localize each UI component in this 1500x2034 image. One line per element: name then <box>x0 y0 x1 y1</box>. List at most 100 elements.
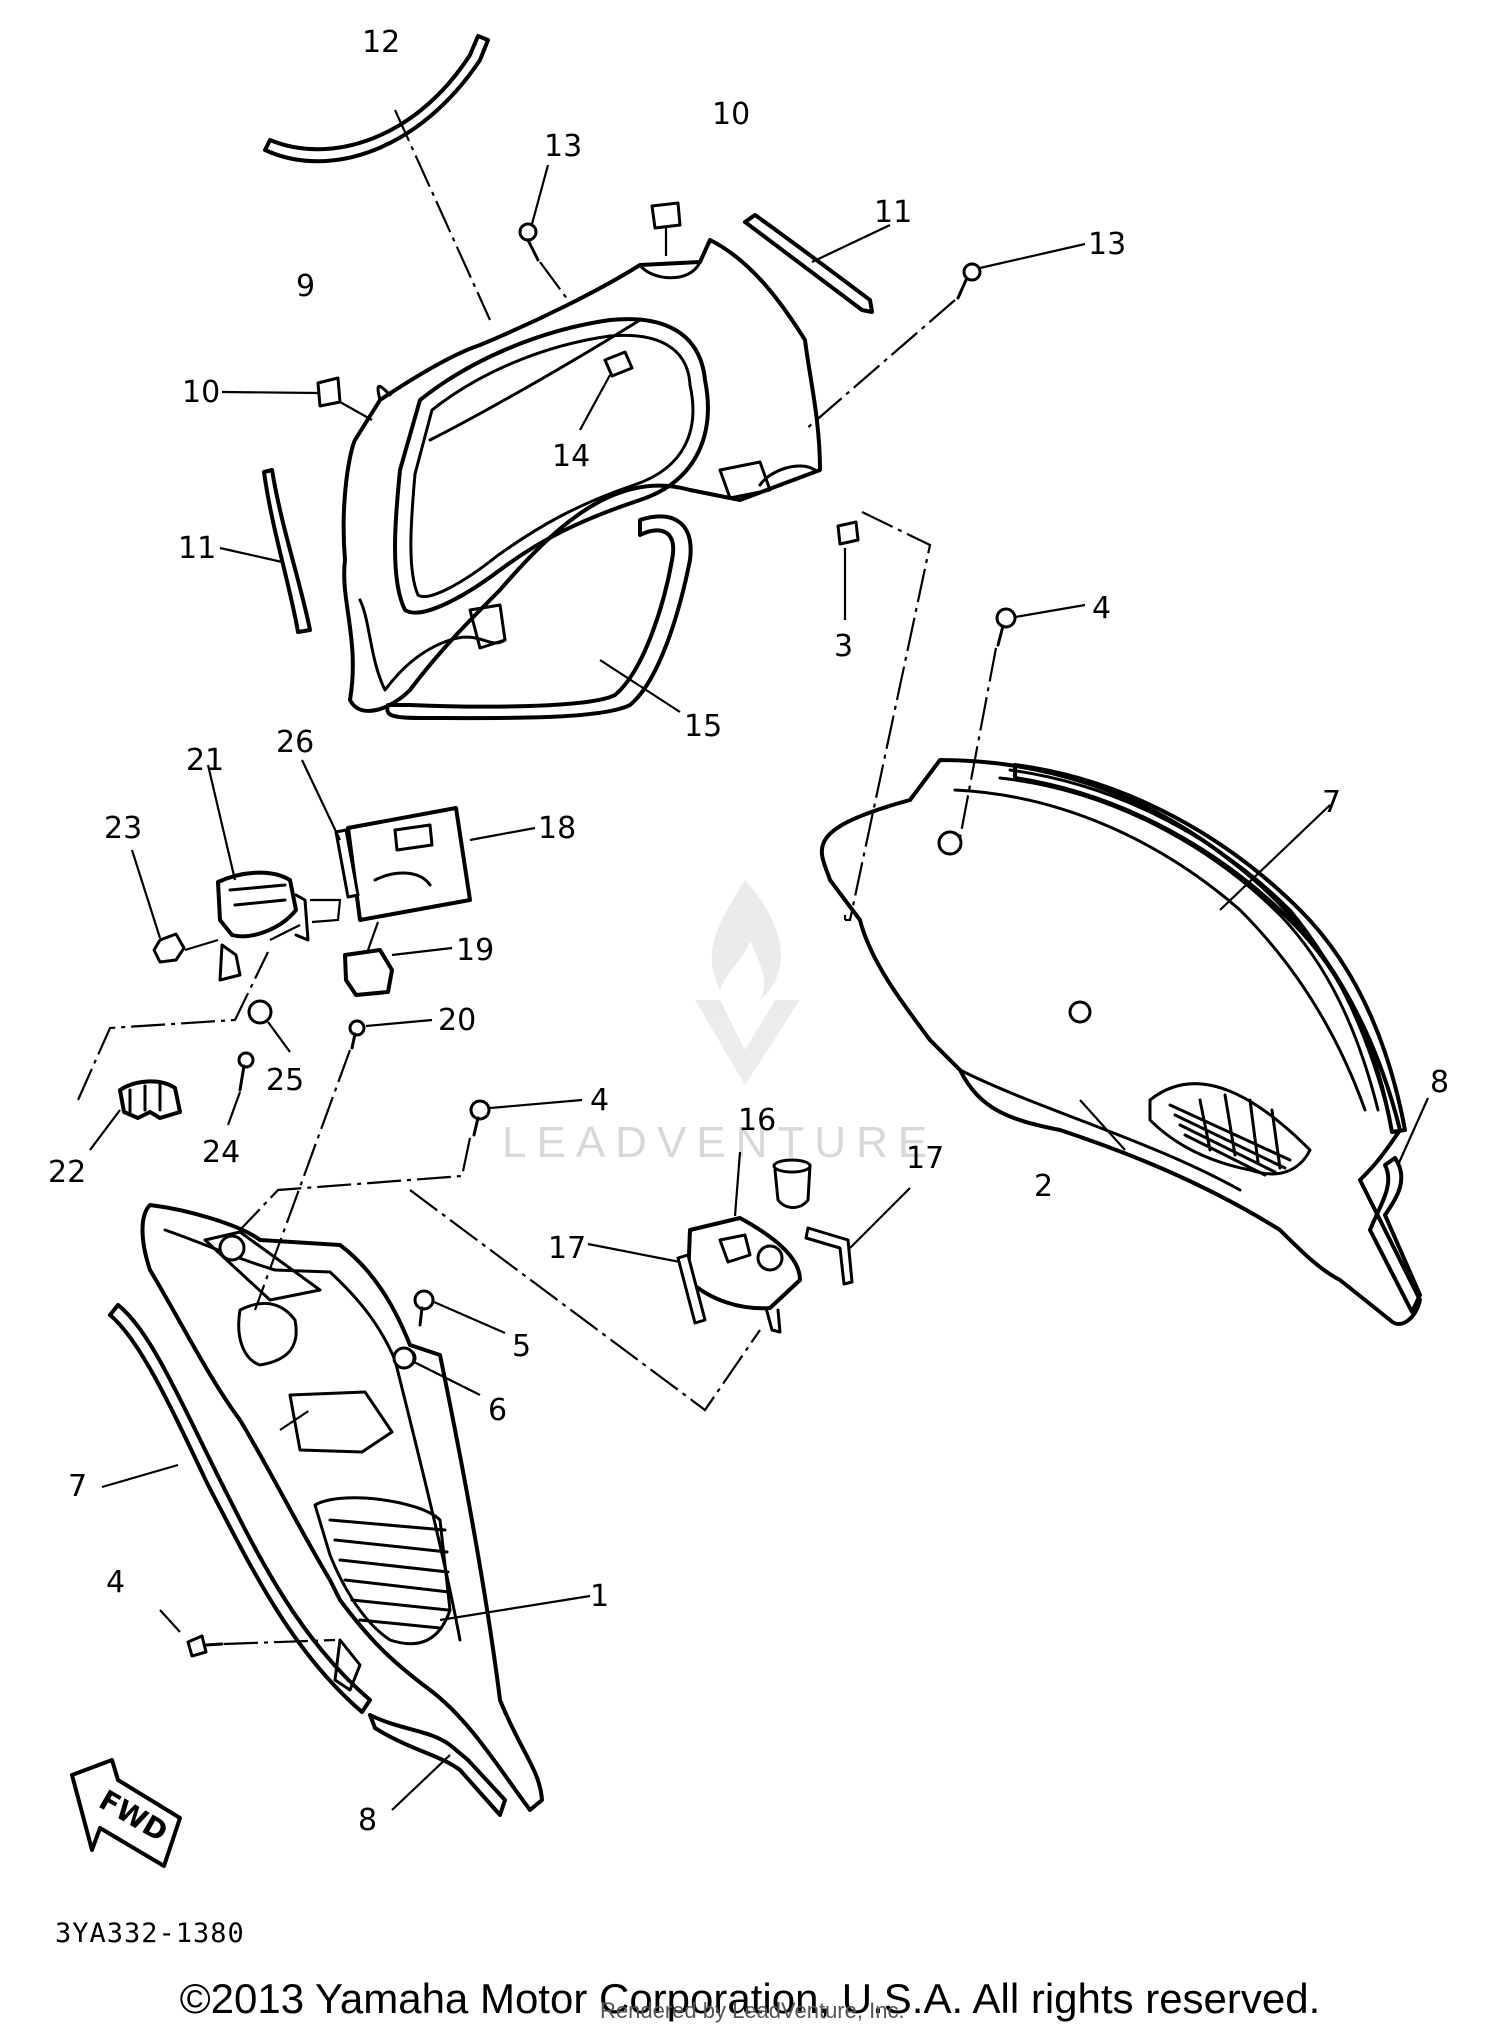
part-18-lid <box>346 806 472 922</box>
callout-12: 12 <box>362 25 400 60</box>
leader-19 <box>391 946 453 957</box>
part-8-strip-right <box>1368 1156 1422 1314</box>
callout-17: 17 <box>906 1141 944 1176</box>
part-17-pin-right <box>804 1226 854 1286</box>
leader-11-right <box>811 224 891 263</box>
leader-11-left <box>219 546 283 564</box>
callout-24: 24 <box>202 1135 240 1170</box>
phantom-22-21 <box>76 951 269 1101</box>
leader-23 <box>130 849 162 939</box>
callout-9: 9 <box>296 269 315 304</box>
part-15-seal <box>385 514 693 721</box>
part-4-screw-middle <box>469 1099 491 1137</box>
part-14-grommet <box>603 350 634 378</box>
leader-10-left-b <box>339 401 373 421</box>
callouts: 12 10 13 11 13 9 10 14 11 3 4 15 26 21 1… <box>48 25 1449 1838</box>
callout-11: 11 <box>178 531 216 566</box>
leader-18 <box>469 826 536 842</box>
leader-4-bottom <box>159 1609 181 1633</box>
part-16-knob <box>772 1158 812 1209</box>
part-10-clip-top <box>650 201 682 230</box>
phantom-16-1-b <box>279 1409 311 1431</box>
leader-5 <box>433 1300 506 1335</box>
part-13-screw-top <box>518 222 540 262</box>
part-5-bolt <box>413 1289 435 1327</box>
phantom-4-middle <box>239 1137 472 1231</box>
phantom-20 <box>253 1049 352 1311</box>
phantom-13-right <box>804 299 956 431</box>
copyright-text: ©2013 Yamaha Motor Corporation, U.S.A. A… <box>179 1975 1321 2022</box>
callout-4: 4 <box>590 1083 609 1118</box>
callout-18: 18 <box>538 811 576 846</box>
leader-7-left <box>101 1463 179 1489</box>
part-2-side-panel-right <box>819 758 1422 1326</box>
part-7-strip-left <box>108 1303 372 1714</box>
link-18-19 <box>366 921 380 951</box>
leader-17-left <box>587 1242 681 1264</box>
leader-24 <box>226 1091 242 1126</box>
leader-2 <box>1079 1099 1126 1151</box>
callout-15: 15 <box>684 709 722 744</box>
callout-7: 7 <box>1322 785 1341 820</box>
leader-13-right <box>979 242 1086 270</box>
callout-26: 26 <box>276 725 314 760</box>
diagram-code: 3YA332-1380 <box>55 1918 245 1949</box>
leader-17-right <box>849 1187 911 1249</box>
part-24-pin <box>237 1051 255 1092</box>
callout-23: 23 <box>104 811 142 846</box>
leader-7-right <box>1219 804 1331 911</box>
leader-8-left <box>391 1754 451 1811</box>
leader-14 <box>579 374 611 431</box>
callout-13: 13 <box>544 129 582 164</box>
part-12-trim-strip <box>263 34 490 164</box>
leader-4-right <box>1014 603 1086 619</box>
part-19-lock-latch <box>343 948 394 997</box>
part-23-nut <box>152 932 186 964</box>
callout-20: 20 <box>438 1003 476 1038</box>
callout-10: 10 <box>712 97 750 132</box>
leader-22 <box>89 1109 121 1151</box>
part-9-panel-body <box>341 238 822 713</box>
callout-11: 11 <box>874 195 912 230</box>
leader-15 <box>599 659 681 713</box>
leader-10-left <box>221 390 319 395</box>
leader-13-top <box>530 164 550 225</box>
callout-8: 8 <box>358 1803 377 1838</box>
part-10-clip-left <box>316 376 342 408</box>
phantom-16-1 <box>409 1189 761 1412</box>
callout-3: 3 <box>834 629 853 664</box>
callout-22: 22 <box>48 1155 86 1190</box>
callout-1: 1 <box>590 1579 609 1614</box>
callout-19: 19 <box>456 933 494 968</box>
leader-21 <box>206 764 237 881</box>
callout-8: 8 <box>1430 1065 1449 1100</box>
link-23-21 <box>184 938 219 952</box>
part-3-nut <box>836 520 860 546</box>
part-4-screw-right <box>995 607 1017 647</box>
callout-6: 6 <box>488 1393 507 1428</box>
callout-4: 4 <box>106 1565 125 1600</box>
part-11-trim-left <box>262 468 312 634</box>
fwd-arrow-icon: FWD <box>70 1758 182 1868</box>
part-21-hinge <box>216 870 310 982</box>
part-26-strip <box>334 828 360 899</box>
leader-25 <box>267 1021 291 1053</box>
part-7-strip-right <box>1013 763 1407 1134</box>
leader-4-middle <box>489 1098 583 1110</box>
leader-12 <box>393 109 492 321</box>
leader-20 <box>365 1018 433 1028</box>
callout-16: 16 <box>738 1103 776 1138</box>
bracket-18-21 <box>310 898 342 924</box>
leader-6 <box>413 1361 481 1396</box>
part-17-pin-left <box>676 1253 707 1325</box>
watermark-logo <box>695 880 800 1085</box>
part-8-strip-left <box>368 1713 507 1817</box>
callout-25: 25 <box>266 1063 304 1098</box>
phantom-21-18 <box>269 924 301 941</box>
leader-8-right <box>1396 1097 1430 1166</box>
phantom-4-bottom <box>223 1638 336 1646</box>
callout-21: 21 <box>186 743 224 778</box>
phantom-13-top <box>539 261 569 301</box>
callout-5: 5 <box>512 1329 531 1364</box>
